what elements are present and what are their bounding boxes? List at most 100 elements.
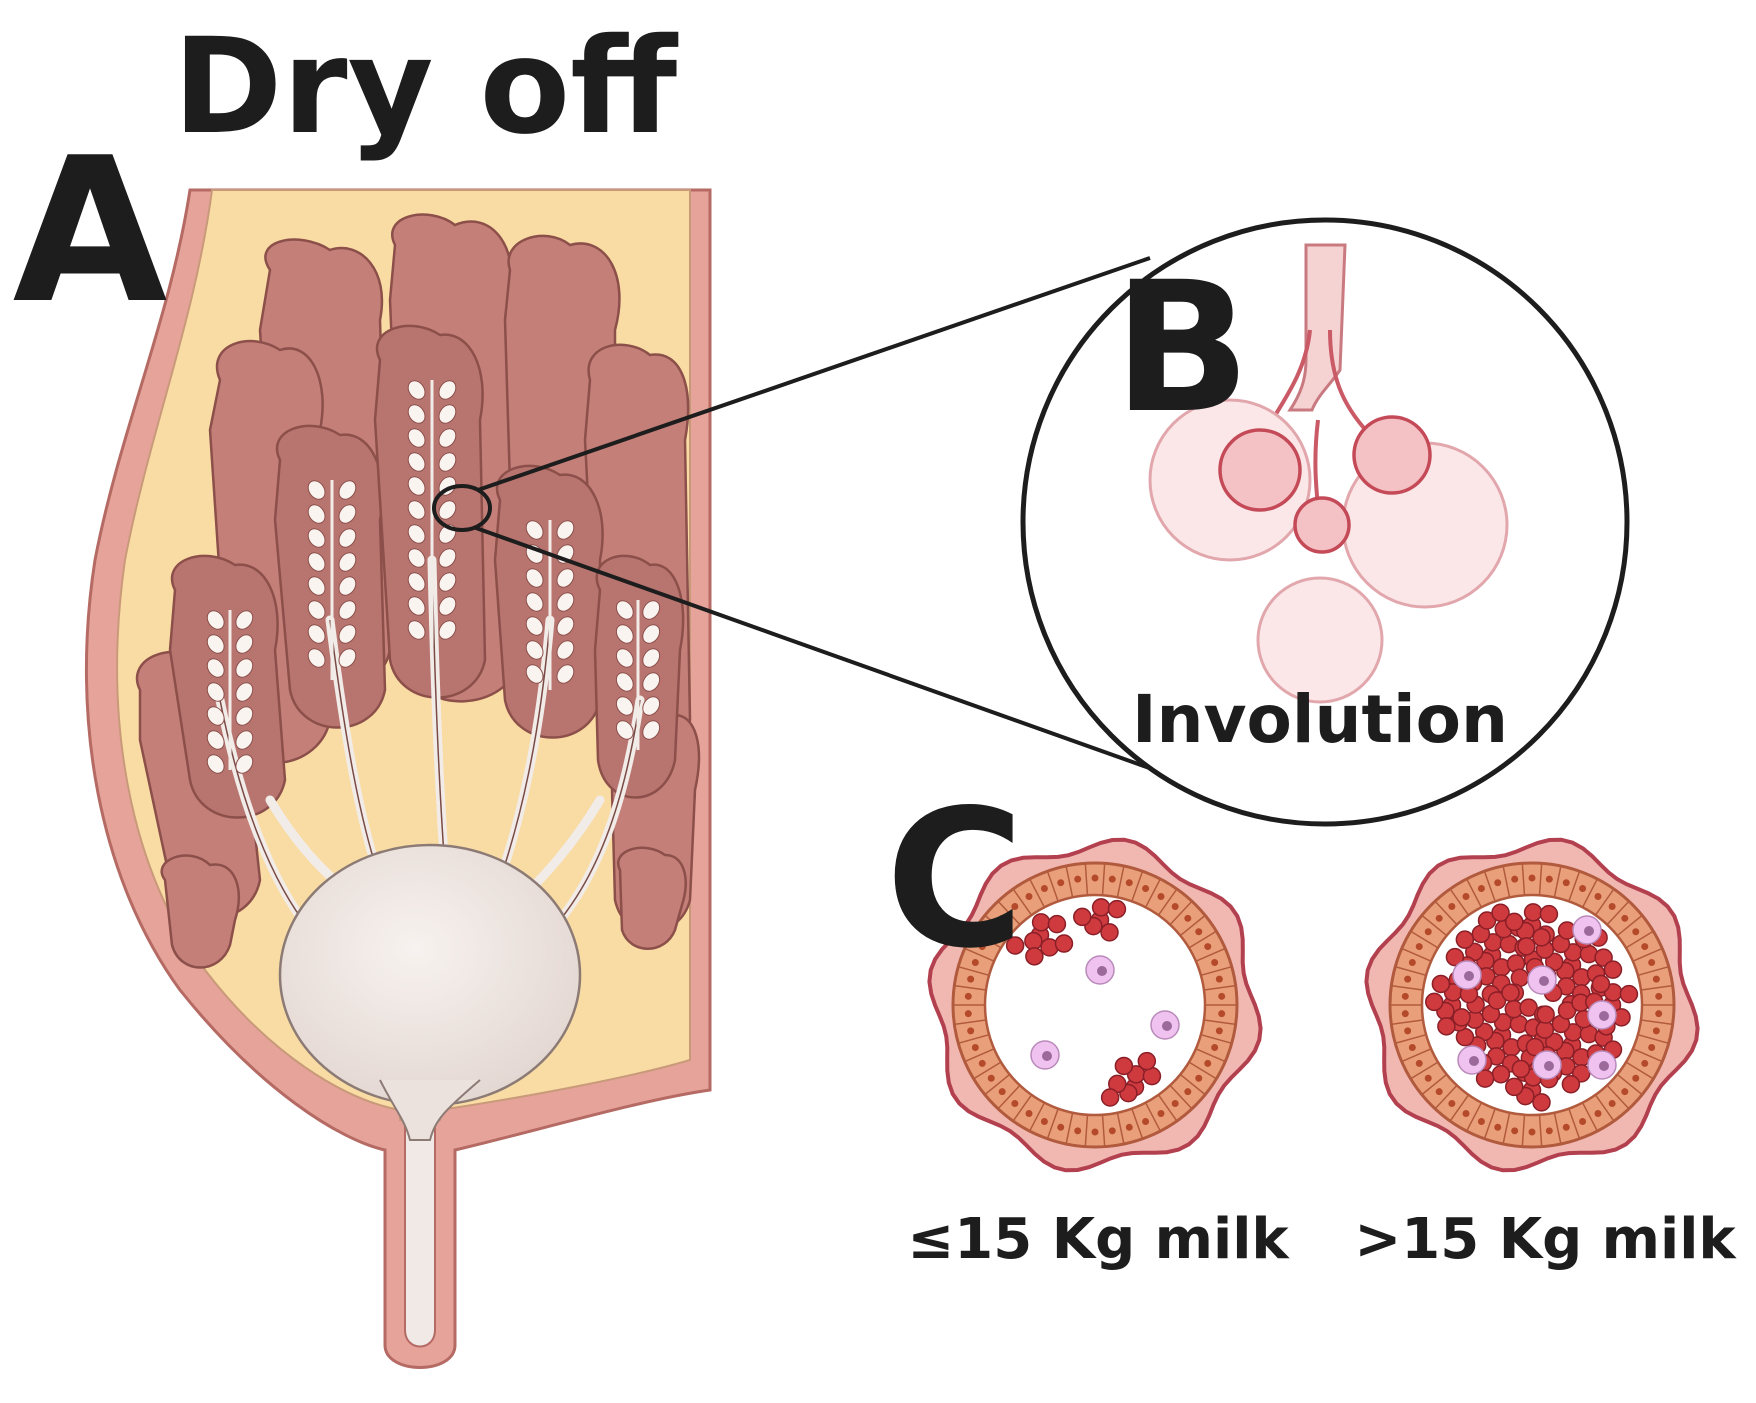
alveolus-droplet [407, 476, 426, 496]
red-blood-cell [1603, 960, 1623, 979]
alveolus-droplet [556, 568, 575, 588]
alveolus-droplet [307, 576, 326, 596]
inner-lobes [168, 324, 685, 819]
red-blood-cell [1445, 947, 1465, 967]
alveolus-droplet [206, 634, 225, 654]
red-blood-cell [1107, 899, 1127, 919]
alveolus-droplet [407, 620, 426, 640]
alveolus-droplet [235, 658, 254, 678]
alveolus-droplet [438, 620, 457, 640]
red-blood-cell [1073, 907, 1092, 927]
red-blood-cell [1519, 998, 1538, 1017]
alveolus-droplet [615, 672, 634, 692]
red-blood-cell [1425, 992, 1444, 1012]
alveolus-droplet [206, 658, 225, 678]
alveolus-droplet [338, 552, 357, 572]
udder-illustration [84, 188, 712, 1369]
zoom-focus-ring [432, 484, 492, 532]
gland-cistern [278, 843, 582, 1107]
low-yield-caption: ≤15 Kg milk [907, 1207, 1290, 1272]
red-blood-cell [1491, 903, 1510, 922]
red-blood-cell [1005, 936, 1025, 955]
alveolus-droplet [642, 648, 661, 668]
alveolus-droplet [525, 568, 544, 588]
panel-a-letter: A [13, 115, 168, 348]
alveolus-low-yield [927, 837, 1263, 1173]
panel-c-letter: C [885, 769, 1024, 990]
figure-title: Dry off [173, 10, 679, 164]
red-blood-cell [1517, 937, 1536, 956]
red-blood-cell [1024, 931, 1043, 951]
alveolus-droplet [615, 624, 634, 644]
alveolus-droplet [438, 452, 457, 472]
alveolus-droplet [206, 610, 225, 630]
red-blood-cell [1137, 1051, 1157, 1071]
red-blood-cell [1491, 1064, 1511, 1084]
alveolus-droplet [338, 576, 357, 596]
alveolus-droplet [235, 634, 254, 654]
red-blood-cell [1455, 930, 1475, 949]
red-blood-cell [1025, 947, 1044, 966]
alveolus-droplet [642, 720, 661, 740]
red-blood-cell [1431, 974, 1451, 994]
red-blood-cell [1539, 904, 1559, 924]
alveolus-droplet [235, 754, 254, 774]
alveolus-droplet [235, 730, 254, 750]
alveolus-droplet [615, 648, 634, 668]
alveolus-droplet [438, 380, 457, 400]
red-blood-cell [1591, 974, 1611, 994]
red-blood-cell [1557, 1001, 1577, 1020]
alveolus-droplet [235, 706, 254, 726]
alveolus-droplet [525, 592, 544, 612]
involution-caption: Involution [1132, 681, 1508, 758]
alveolus-droplet [556, 640, 575, 660]
red-blood-cell [1047, 914, 1067, 934]
alveolus-droplet [615, 696, 634, 716]
alveolus-droplet [307, 504, 326, 524]
alveolus-droplet [642, 624, 661, 644]
alveolus-droplet [407, 596, 426, 616]
red-blood-cell [1561, 1074, 1581, 1094]
alveolus-droplet [307, 528, 326, 548]
alveolus-droplet [525, 664, 544, 684]
red-blood-cell [1532, 928, 1551, 947]
alveolus-droplet [307, 600, 326, 620]
alveolus-droplet [642, 696, 661, 716]
red-blood-cell [1114, 1056, 1134, 1076]
alveolus-droplet [438, 548, 457, 568]
alveolus-droplet [338, 504, 357, 524]
alveolus-droplet [407, 428, 426, 448]
red-blood-cell [1505, 912, 1524, 932]
alveolus-droplet [206, 682, 225, 702]
alveoli-droplets [206, 380, 661, 774]
alveolus-droplet [407, 548, 426, 568]
alveolus-droplet [307, 648, 326, 668]
teat-canal [404, 1109, 436, 1348]
alveolus-droplet [438, 596, 457, 616]
alveolus-droplet [407, 404, 426, 424]
red-blood-cell [1619, 984, 1639, 1004]
red-blood-cell [1536, 1005, 1555, 1024]
alveolus-droplet [206, 754, 225, 774]
alveolus-high-yield [1364, 837, 1700, 1173]
alveolus-droplet [556, 592, 575, 612]
red-blood-cell [1100, 923, 1119, 942]
alveolus-droplet [338, 528, 357, 548]
red-blood-cell [1525, 1037, 1545, 1057]
red-blood-cell [1511, 1059, 1531, 1079]
alveolus-droplet [615, 720, 634, 740]
alveolus-droplet [407, 452, 426, 472]
cistern-neck [379, 1079, 481, 1141]
alveolus-droplet [235, 610, 254, 630]
alveolus-droplet [338, 624, 357, 644]
alveolus-droplet [556, 616, 575, 636]
alveolus-droplet [307, 552, 326, 572]
alveolus-droplet [525, 640, 544, 660]
alveolus-droplet [407, 500, 426, 520]
alveolus-droplet [338, 600, 357, 620]
alveolus-droplet [206, 706, 225, 726]
zoom-connector-lines [475, 256, 1156, 772]
alveolus-droplet [438, 500, 457, 520]
alveolus-droplet [206, 730, 225, 750]
